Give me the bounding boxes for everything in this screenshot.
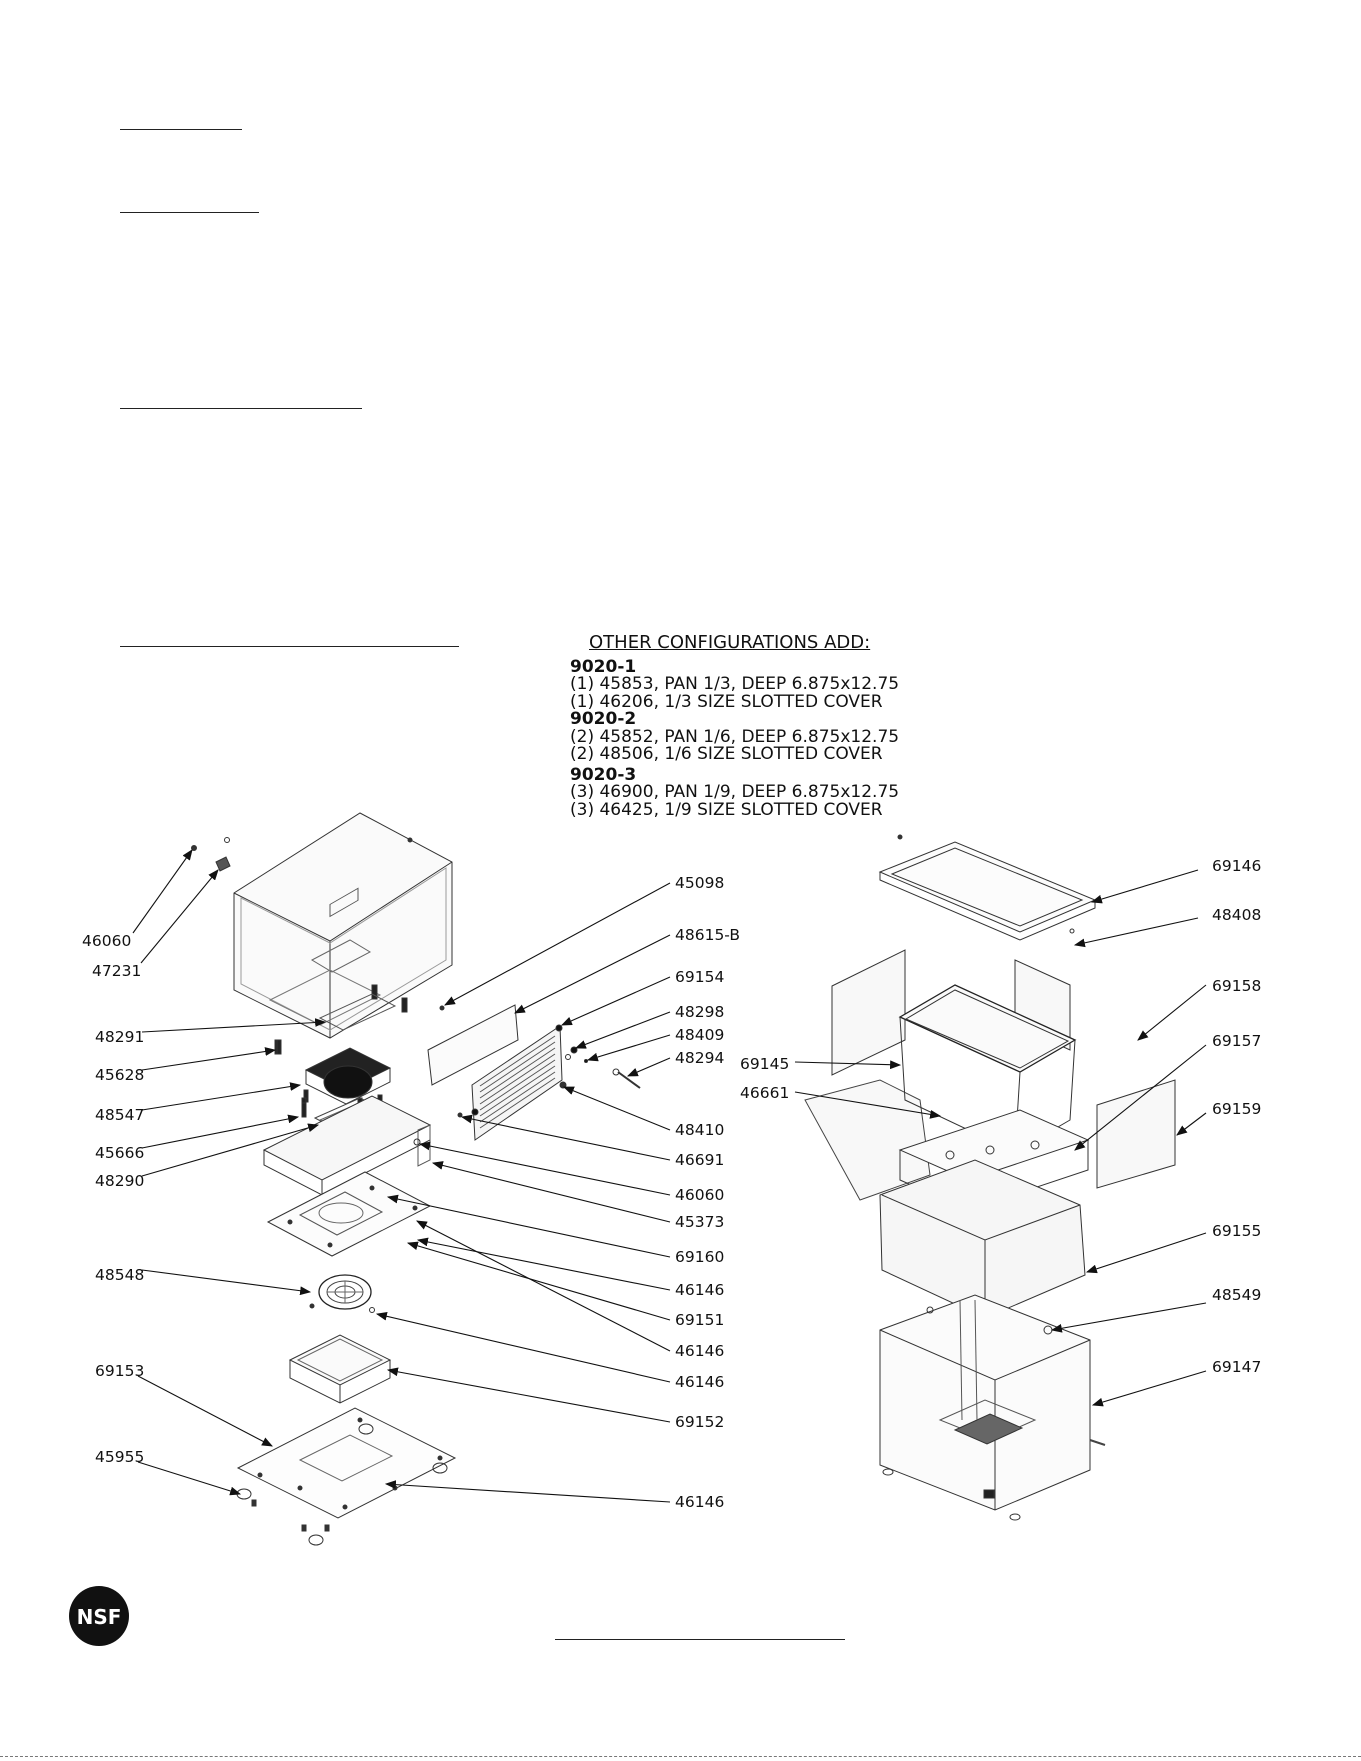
- callout-69152: 69152: [675, 1413, 724, 1431]
- callout-45373: 45373: [675, 1213, 724, 1231]
- callout-labels: 46060 47231 48291 45628 48547 45666 4829…: [82, 857, 1261, 1511]
- callout-46691: 46691: [675, 1151, 724, 1169]
- callout-69155: 69155: [1212, 1222, 1261, 1240]
- right-assembly: [804, 834, 1176, 1521]
- callout-69154: 69154: [675, 968, 724, 986]
- section-rule-2: [120, 212, 259, 213]
- callout-45666: 45666: [95, 1144, 144, 1162]
- page-bottom-rule: [0, 1756, 1361, 1757]
- callout-46146-d: 46146: [675, 1493, 724, 1511]
- config-model: 9020-1: [570, 656, 637, 677]
- callout-46060: 46060: [82, 932, 131, 950]
- callout-48408: 48408: [1212, 906, 1261, 924]
- section-rule-1: [120, 129, 242, 130]
- callout-45098: 45098: [675, 874, 724, 892]
- callout-69153: 69153: [95, 1362, 144, 1380]
- config-line: (2) 48506, 1/6 SIZE SLOTTED COVER: [570, 744, 883, 764]
- callout-48298: 48298: [675, 1003, 724, 1021]
- section-rule-4: [120, 646, 459, 647]
- callout-69159: 69159: [1212, 1100, 1261, 1118]
- other-configurations: OTHER CONFIGURATIONS ADD: 9020-1 (1) 458…: [570, 634, 930, 819]
- callout-48548: 48548: [95, 1266, 144, 1284]
- callout-45955: 45955: [95, 1448, 144, 1466]
- callout-46146-a: 46146: [675, 1281, 724, 1299]
- config-group-9020-2: 9020-2 (2) 45852, PAN 1/6, DEEP 6.875x12…: [570, 709, 930, 764]
- config-line: (2) 45852, PAN 1/6, DEEP 6.875x12.75: [570, 726, 900, 747]
- config-line: (3) 46425, 1/9 SIZE SLOTTED COVER: [570, 799, 883, 820]
- leader-lines: [132, 849, 1207, 1503]
- config-model: 9020-2: [570, 709, 637, 729]
- callout-69160: 69160: [675, 1248, 724, 1266]
- footer-rule: [555, 1639, 845, 1640]
- config-line: (3) 46900, PAN 1/9, DEEP 6.875x12.75: [570, 782, 900, 802]
- callout-48290: 48290: [95, 1172, 144, 1190]
- nsf-logo-text: NSF: [77, 1605, 122, 1629]
- callout-47231: 47231: [92, 962, 141, 980]
- callout-45628: 45628: [95, 1066, 144, 1084]
- config-line: (1) 46206, 1/3 SIZE SLOTTED COVER: [570, 691, 883, 712]
- section-rule-3: [120, 408, 362, 409]
- callout-69147: 69147: [1212, 1358, 1261, 1376]
- config-model: 9020-3: [570, 764, 637, 785]
- callout-46146-c: 46146: [675, 1373, 724, 1391]
- callout-69151: 69151: [675, 1311, 724, 1329]
- callout-69158: 69158: [1212, 977, 1261, 995]
- left-assembly: [191, 812, 457, 1546]
- callout-48409: 48409: [675, 1026, 724, 1044]
- callout-48291: 48291: [95, 1028, 144, 1046]
- callout-69146: 69146: [1212, 857, 1261, 875]
- middle-parts: [427, 1004, 641, 1141]
- callout-46060-b: 46060: [675, 1186, 724, 1204]
- callout-48294: 48294: [675, 1049, 724, 1067]
- callout-46146-b: 46146: [675, 1342, 724, 1360]
- callout-46661: 46661: [740, 1084, 789, 1102]
- nsf-logo-icon: NSF: [69, 1586, 129, 1646]
- callout-48410: 48410: [675, 1121, 724, 1139]
- callout-48547: 48547: [95, 1106, 144, 1124]
- callout-48615-b: 48615-B: [675, 926, 740, 944]
- config-group-9020-1: 9020-1 (1) 45853, PAN 1/3, DEEP 6.875x12…: [570, 656, 930, 712]
- config-group-9020-3: 9020-3 (3) 46900, PAN 1/9, DEEP 6.875x12…: [570, 764, 930, 820]
- callout-69145: 69145: [740, 1055, 789, 1073]
- other-configurations-heading: OTHER CONFIGURATIONS ADD:: [589, 632, 871, 653]
- callout-69157: 69157: [1212, 1032, 1261, 1050]
- config-line: (1) 45853, PAN 1/3, DEEP 6.875x12.75: [570, 674, 900, 694]
- callout-48549: 48549: [1212, 1286, 1261, 1304]
